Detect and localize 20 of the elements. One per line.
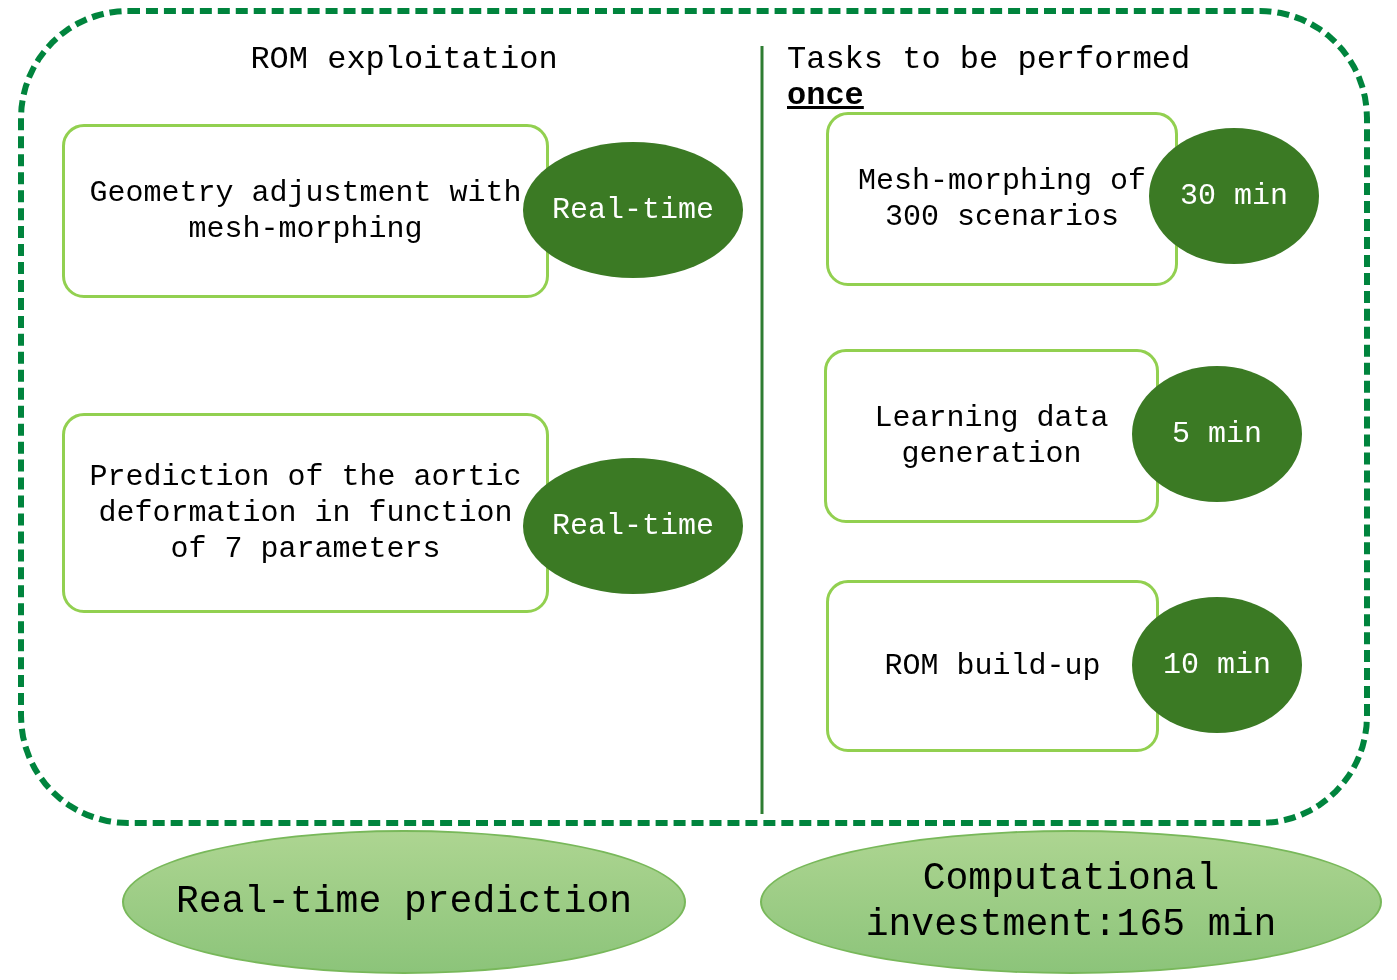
ellipse-label: 10 min bbox=[1163, 647, 1271, 683]
process-box bbox=[62, 413, 549, 613]
ellipse-label: Real-time bbox=[552, 192, 714, 228]
ellipse-label: Computational investment:165 min bbox=[864, 856, 1278, 948]
ellipse-label: Real-time prediction bbox=[175, 879, 633, 925]
process-box bbox=[826, 580, 1159, 752]
box-label: Learning data generation bbox=[873, 400, 1110, 472]
box-label: Mesh-morphing of 300 scenarios bbox=[856, 163, 1147, 235]
section-heading: Tasks to be performed once bbox=[787, 42, 1192, 114]
box-label: Geometry adjustment with mesh-morphing bbox=[88, 175, 523, 247]
process-box bbox=[826, 112, 1178, 286]
ellipse-label: 30 min bbox=[1180, 178, 1288, 214]
box-label: ROM build-up bbox=[884, 648, 1101, 684]
process-box bbox=[824, 349, 1159, 523]
process-box bbox=[62, 124, 549, 298]
box-label: Prediction of the aortic deformation in function of 7 parameters bbox=[88, 459, 523, 567]
dashed-frame bbox=[18, 8, 1370, 826]
ellipse-label: 5 min bbox=[1172, 416, 1262, 452]
ellipse-label: Real-time bbox=[552, 508, 714, 544]
section-heading: ROM exploitation bbox=[249, 42, 559, 78]
